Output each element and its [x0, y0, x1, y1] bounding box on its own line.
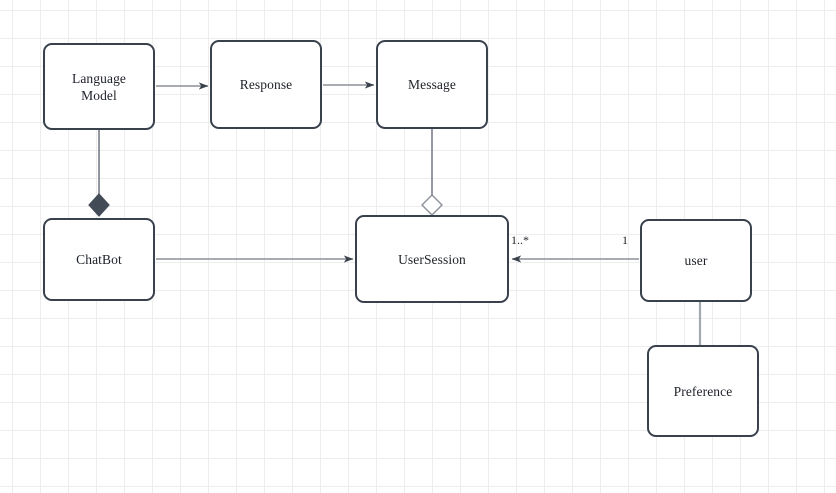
class-node-label: user	[684, 253, 708, 268]
class-node-response[interactable]: Response	[210, 40, 322, 129]
class-node-label: ChatBot	[76, 252, 122, 267]
class-node-label: Language Model	[71, 70, 127, 103]
multiplicity-label-one: 1	[622, 233, 628, 247]
composition-diamond-icon	[88, 193, 110, 217]
aggregation-diamond-icon	[421, 194, 443, 216]
class-node-language-model[interactable]: Language Model	[43, 43, 155, 130]
class-node-label: Preference	[673, 383, 733, 399]
class-node-message[interactable]: Message	[376, 40, 488, 129]
edge-language-model-chatbot	[88, 130, 110, 217]
multiplicity-label-many: 1..*	[511, 233, 529, 247]
class-node-chatbot[interactable]: ChatBot	[43, 218, 155, 301]
class-node-preference[interactable]: Preference	[647, 345, 759, 437]
class-node-user[interactable]: user	[640, 219, 752, 302]
edge-message-usersession	[421, 129, 443, 216]
class-node-usersession[interactable]: UserSession	[355, 215, 509, 303]
class-node-label: UserSession	[398, 251, 466, 267]
class-node-label: Message	[408, 77, 456, 92]
class-node-label: Response	[239, 77, 293, 92]
